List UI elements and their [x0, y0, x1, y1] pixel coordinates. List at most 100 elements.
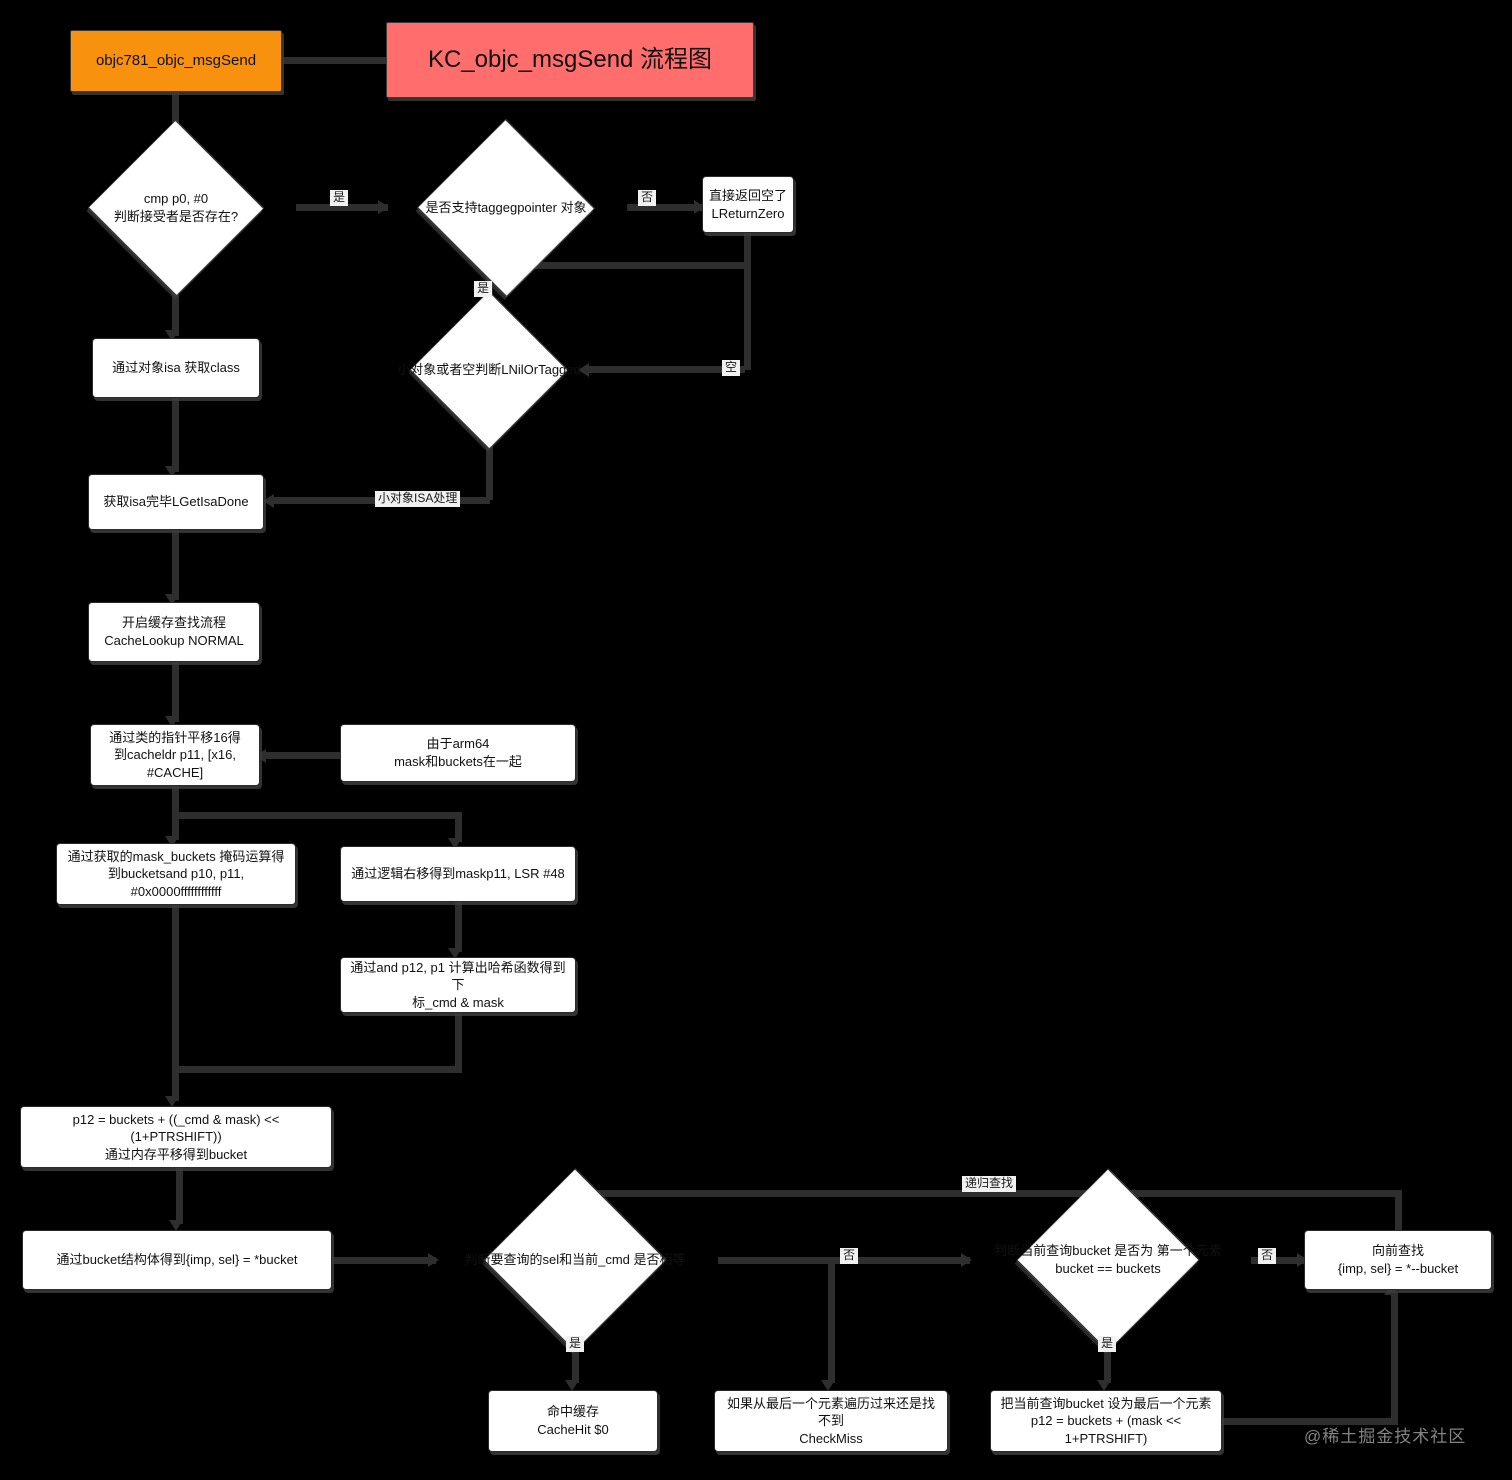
diamond-label: 是否支持taggegpointer 对象: [385, 152, 627, 264]
edge-isfirst-to-goprev: [1251, 1257, 1307, 1264]
edge-returnzero-to-niltagged: [585, 366, 745, 373]
node-is-first-decision[interactable]: 判断当前查询bucket 是否为 第一个元素 bucket == buckets: [965, 1168, 1251, 1352]
returnzero-line1: 直接返回空了: [709, 187, 788, 203]
edge-cachelookup-cacheptr-arrow: [165, 716, 179, 727]
edge-hash-to-p12-rail: [176, 1066, 459, 1073]
edge-to-lsrmask: [455, 812, 462, 842]
p12-line2: 通过内存平移得到bucket: [104, 1146, 248, 1162]
isfirst-line1: 判断当前查询bucket 是否为 第一个元素: [994, 1242, 1222, 1258]
edge-returnzero-niltagged-arrow: [578, 363, 589, 377]
node-lsr-mask[interactable]: 通过逻辑右移得到maskp11, LSR #48: [340, 846, 576, 902]
edge-isfirst-setlast-arrow: [1097, 1380, 1111, 1391]
maskbuckets-line2: 到bucketsand p10, p11,: [107, 866, 245, 882]
maskbuckets-line1: 通过获取的mask_buckets 掩码运算得: [67, 848, 285, 864]
edge-isfirst-goprev-arrow: [1297, 1253, 1308, 1267]
cachelookup-line2: CacheLookup NORMAL: [104, 633, 244, 648]
node-entry[interactable]: objc781_objc_msgSend: [70, 30, 282, 92]
isfirst-line2: bucket == buckets: [1055, 1261, 1161, 1276]
edge-entry-down: [172, 92, 179, 142]
node-cache-hit[interactable]: 命中缓存 CacheHit $0: [488, 1390, 658, 1452]
node-cache-lookup[interactable]: 开启缓存查找流程 CacheLookup NORMAL: [88, 602, 260, 662]
lsrmask-line1: 通过逻辑右移得到maskp11, LSR #48: [351, 866, 565, 882]
edge-to-maskbuckets: [172, 812, 179, 840]
node-nilortagged-decision[interactable]: 小对象或者空判断LNilOrTagged: [389, 290, 589, 450]
edge-cacheptr-split-rail: [172, 812, 462, 819]
edge-returnzero-down: [744, 233, 751, 370]
node-go-prev[interactable]: 向前查找 {imp, sel} = *--bucket: [1304, 1230, 1492, 1290]
node-mask-buckets[interactable]: 通过获取的mask_buckets 掩码运算得 到bucketsand p10,…: [56, 843, 296, 905]
node-p12-calc[interactable]: p12 = buckets + ((_cmd & mask) << (1+PTR…: [20, 1106, 332, 1168]
node-arm64-note[interactable]: 由于arm64 mask和buckets在一起: [340, 724, 576, 782]
edge-maskbuckets-down: [172, 905, 179, 1101]
edge-getclass-isadone-arrow: [165, 466, 179, 477]
edge-isadone-down: [172, 530, 179, 600]
edge-goprev-up: [1395, 1190, 1402, 1234]
niltagged-line1: 小对象或者空判断LNilOrTagged: [397, 361, 581, 377]
edge-setlast-up: [1391, 1292, 1398, 1422]
edge-seleq-no-down: [828, 1257, 835, 1383]
node-return-zero[interactable]: 直接返回空了 LReturnZero: [702, 176, 794, 233]
goprev-line1: 向前查找: [1371, 1243, 1424, 1259]
cacheptr-line2: 到cacheldr p11, [x16,: [114, 747, 236, 763]
edge-label-recursive: 递归查找: [962, 1176, 1017, 1192]
edge-cmp-getclass-arrow: [165, 330, 179, 341]
edge-tagged-return-arrow: [694, 200, 705, 214]
diamond-label: 小对象或者空判断LNilOrTagged: [389, 314, 589, 426]
edge-arm64-to-cacheptr: [262, 752, 342, 759]
edge-maskbuckets-arrow: [165, 836, 179, 847]
cmp-line2: 判断接受者是否存在?: [113, 209, 239, 224]
node-cmp-decision[interactable]: cmp p0, #0 判断接受者是否存在?: [56, 119, 296, 297]
maskbuckets-line3: #0x0000ffffffffffff: [130, 883, 222, 899]
arm64-line2: mask和buckets在一起: [394, 754, 522, 769]
edge-label-small-isa: 小对象ISA处理: [375, 491, 461, 507]
edge-cmp-to-tagged: [296, 204, 388, 211]
node-cache-ptr[interactable]: 通过类的指针平移16得 到cacheldr p11, [x16, #CACHE]: [90, 724, 260, 786]
node-check-miss[interactable]: 如果从最后一个元素遍历过来还是找不到 CheckMiss: [714, 1390, 948, 1452]
checkmiss-line1: 如果从最后一个元素遍历过来还是找不到: [726, 1395, 935, 1429]
setlast-line2: p12 = buckets + (mask << 1+PTRSHIFT): [1030, 1413, 1182, 1446]
edge-label-first-no: 否: [1258, 1248, 1277, 1264]
node-get-class[interactable]: 通过对象isa 获取class: [92, 338, 260, 398]
p12-line1: p12 = buckets + ((_cmd & mask) << (1+PTR…: [72, 1111, 280, 1145]
arm64-line1: 由于arm64: [426, 736, 490, 752]
edge-checkmiss-arrow: [821, 1380, 835, 1391]
edge-seleq-cachehit-arrow: [565, 1380, 579, 1391]
edge-label-return-empty: 空: [722, 360, 741, 376]
hashindex-line1: 通过and p12, p1 计算出哈希函数得到下: [350, 959, 566, 993]
edge-cachelookup-down: [172, 662, 179, 722]
edge-p12-down: [176, 1168, 183, 1224]
node-bucket-struct[interactable]: 通过bucket结构体得到{imp, sel} = *bucket: [22, 1230, 332, 1290]
edge-label-first-yes: 是: [1098, 1336, 1117, 1352]
seleq-line1: 判断要查询的sel和当前_cmd 是否相等: [464, 1251, 686, 1267]
diamond-label: 判断要查询的sel和当前_cmd 是否相等: [432, 1203, 718, 1317]
edge-arm64-cacheptr-arrow: [255, 749, 266, 763]
edge-bucket-to-seleq: [332, 1257, 436, 1264]
tagged-line1: 是否支持taggegpointer 对象: [425, 199, 587, 215]
edge-niltagged-down: [486, 424, 493, 500]
cachehit-line1: 命中缓存: [546, 1404, 599, 1420]
checkmiss-line2: CheckMiss: [799, 1430, 863, 1446]
edge-recursive-rail: [576, 1190, 1402, 1197]
node-taggedpointer-decision[interactable]: 是否支持taggegpointer 对象: [385, 119, 627, 297]
node-isa-done[interactable]: 获取isa完毕LGetIsaDone: [88, 474, 264, 530]
edge-lsrmask-arrow: [448, 838, 462, 849]
node-title: KC_objc_msgSend 流程图: [386, 22, 754, 98]
diamond-label: 判断当前查询bucket 是否为 第一个元素 bucket == buckets: [965, 1203, 1251, 1317]
edge-maskbuckets-p12-arrow: [165, 1096, 179, 1107]
edge-cmp-down: [172, 260, 179, 336]
edge-seleq-isfirst-arrow: [961, 1253, 972, 1267]
cacheptr-line1: 通过类的指针平移16得: [109, 729, 241, 745]
isadone-line1: 获取isa完毕LGetIsaDone: [103, 494, 249, 510]
edge-label-sel-yes: 是: [566, 1336, 585, 1352]
edge-label-tagged-yes: 是: [474, 281, 493, 297]
edge-cmp-tagged-arrow: [378, 200, 389, 214]
edge-lsrmask-down: [455, 902, 462, 952]
setlast-line1: 把当前查询bucket 设为最后一个元素: [1000, 1395, 1212, 1411]
node-hash-index[interactable]: 通过and p12, p1 计算出哈希函数得到下 标_cmd & mask: [340, 957, 576, 1013]
getclass-line1: 通过对象isa 获取class: [112, 360, 240, 376]
edge-getclass-down: [172, 398, 179, 472]
node-sel-equal-decision[interactable]: 判断要查询的sel和当前_cmd 是否相等: [432, 1168, 718, 1352]
node-set-last[interactable]: 把当前查询bucket 设为最后一个元素 p12 = buckets + (ma…: [990, 1390, 1222, 1452]
watermark: @稀土掘金技术社区: [1304, 1427, 1467, 1446]
